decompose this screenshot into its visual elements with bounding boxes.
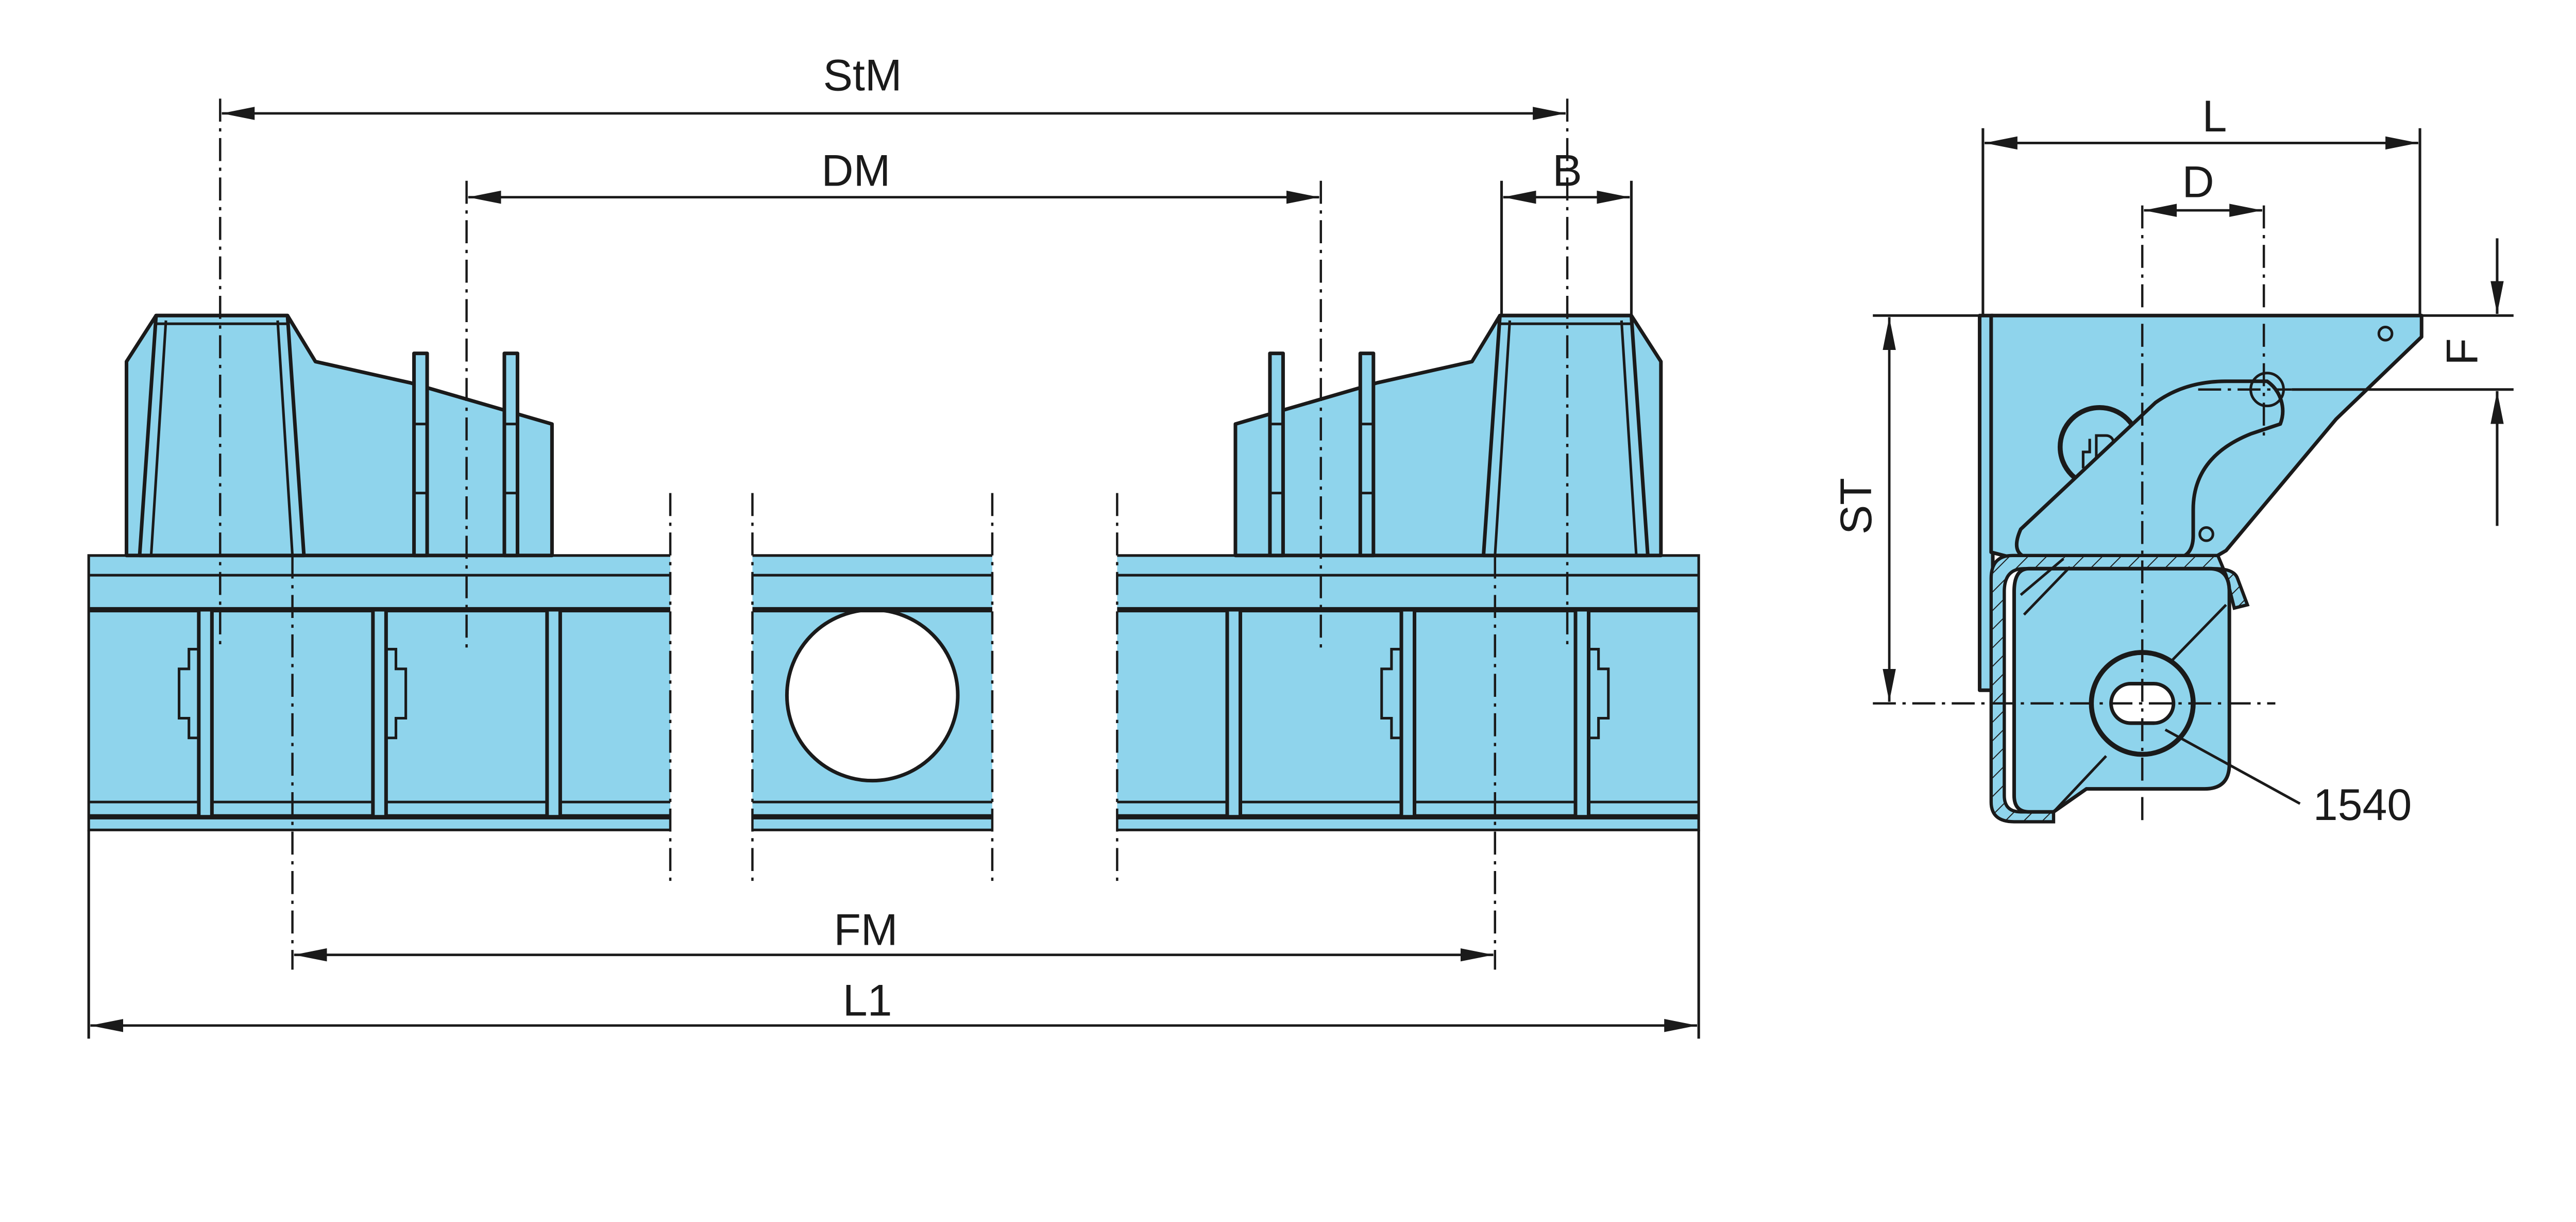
support-tower-left: [125, 313, 562, 819]
dim-label-f: F: [2438, 338, 2487, 365]
extension-lines: [87, 98, 1700, 1039]
part-leader-line: [2164, 728, 2301, 805]
dim-label-l: L: [2202, 92, 2227, 141]
technical-drawing: StM DM B FM L1 L D F ST 1540: [87, 51, 2514, 1039]
break-lines: [669, 493, 1118, 888]
dim-label-l1: L1: [843, 976, 892, 1026]
dim-label-d: D: [2182, 158, 2214, 207]
dim-label-fm: FM: [834, 906, 897, 955]
front-view: StM DM B FM L1: [87, 51, 1700, 1039]
c-channel-section: [1989, 554, 2250, 824]
beam-hole: [785, 608, 960, 783]
dim-label-stm: StM: [823, 51, 902, 100]
side-view: L D F ST 1540: [1832, 92, 2514, 830]
dim-label-dm: DM: [821, 146, 890, 195]
beam-middle-segment: [752, 554, 993, 831]
dim-label-b: B: [1552, 146, 1582, 195]
dim-label-st: ST: [1832, 478, 1881, 534]
part-number-label: 1540: [2313, 780, 2412, 830]
